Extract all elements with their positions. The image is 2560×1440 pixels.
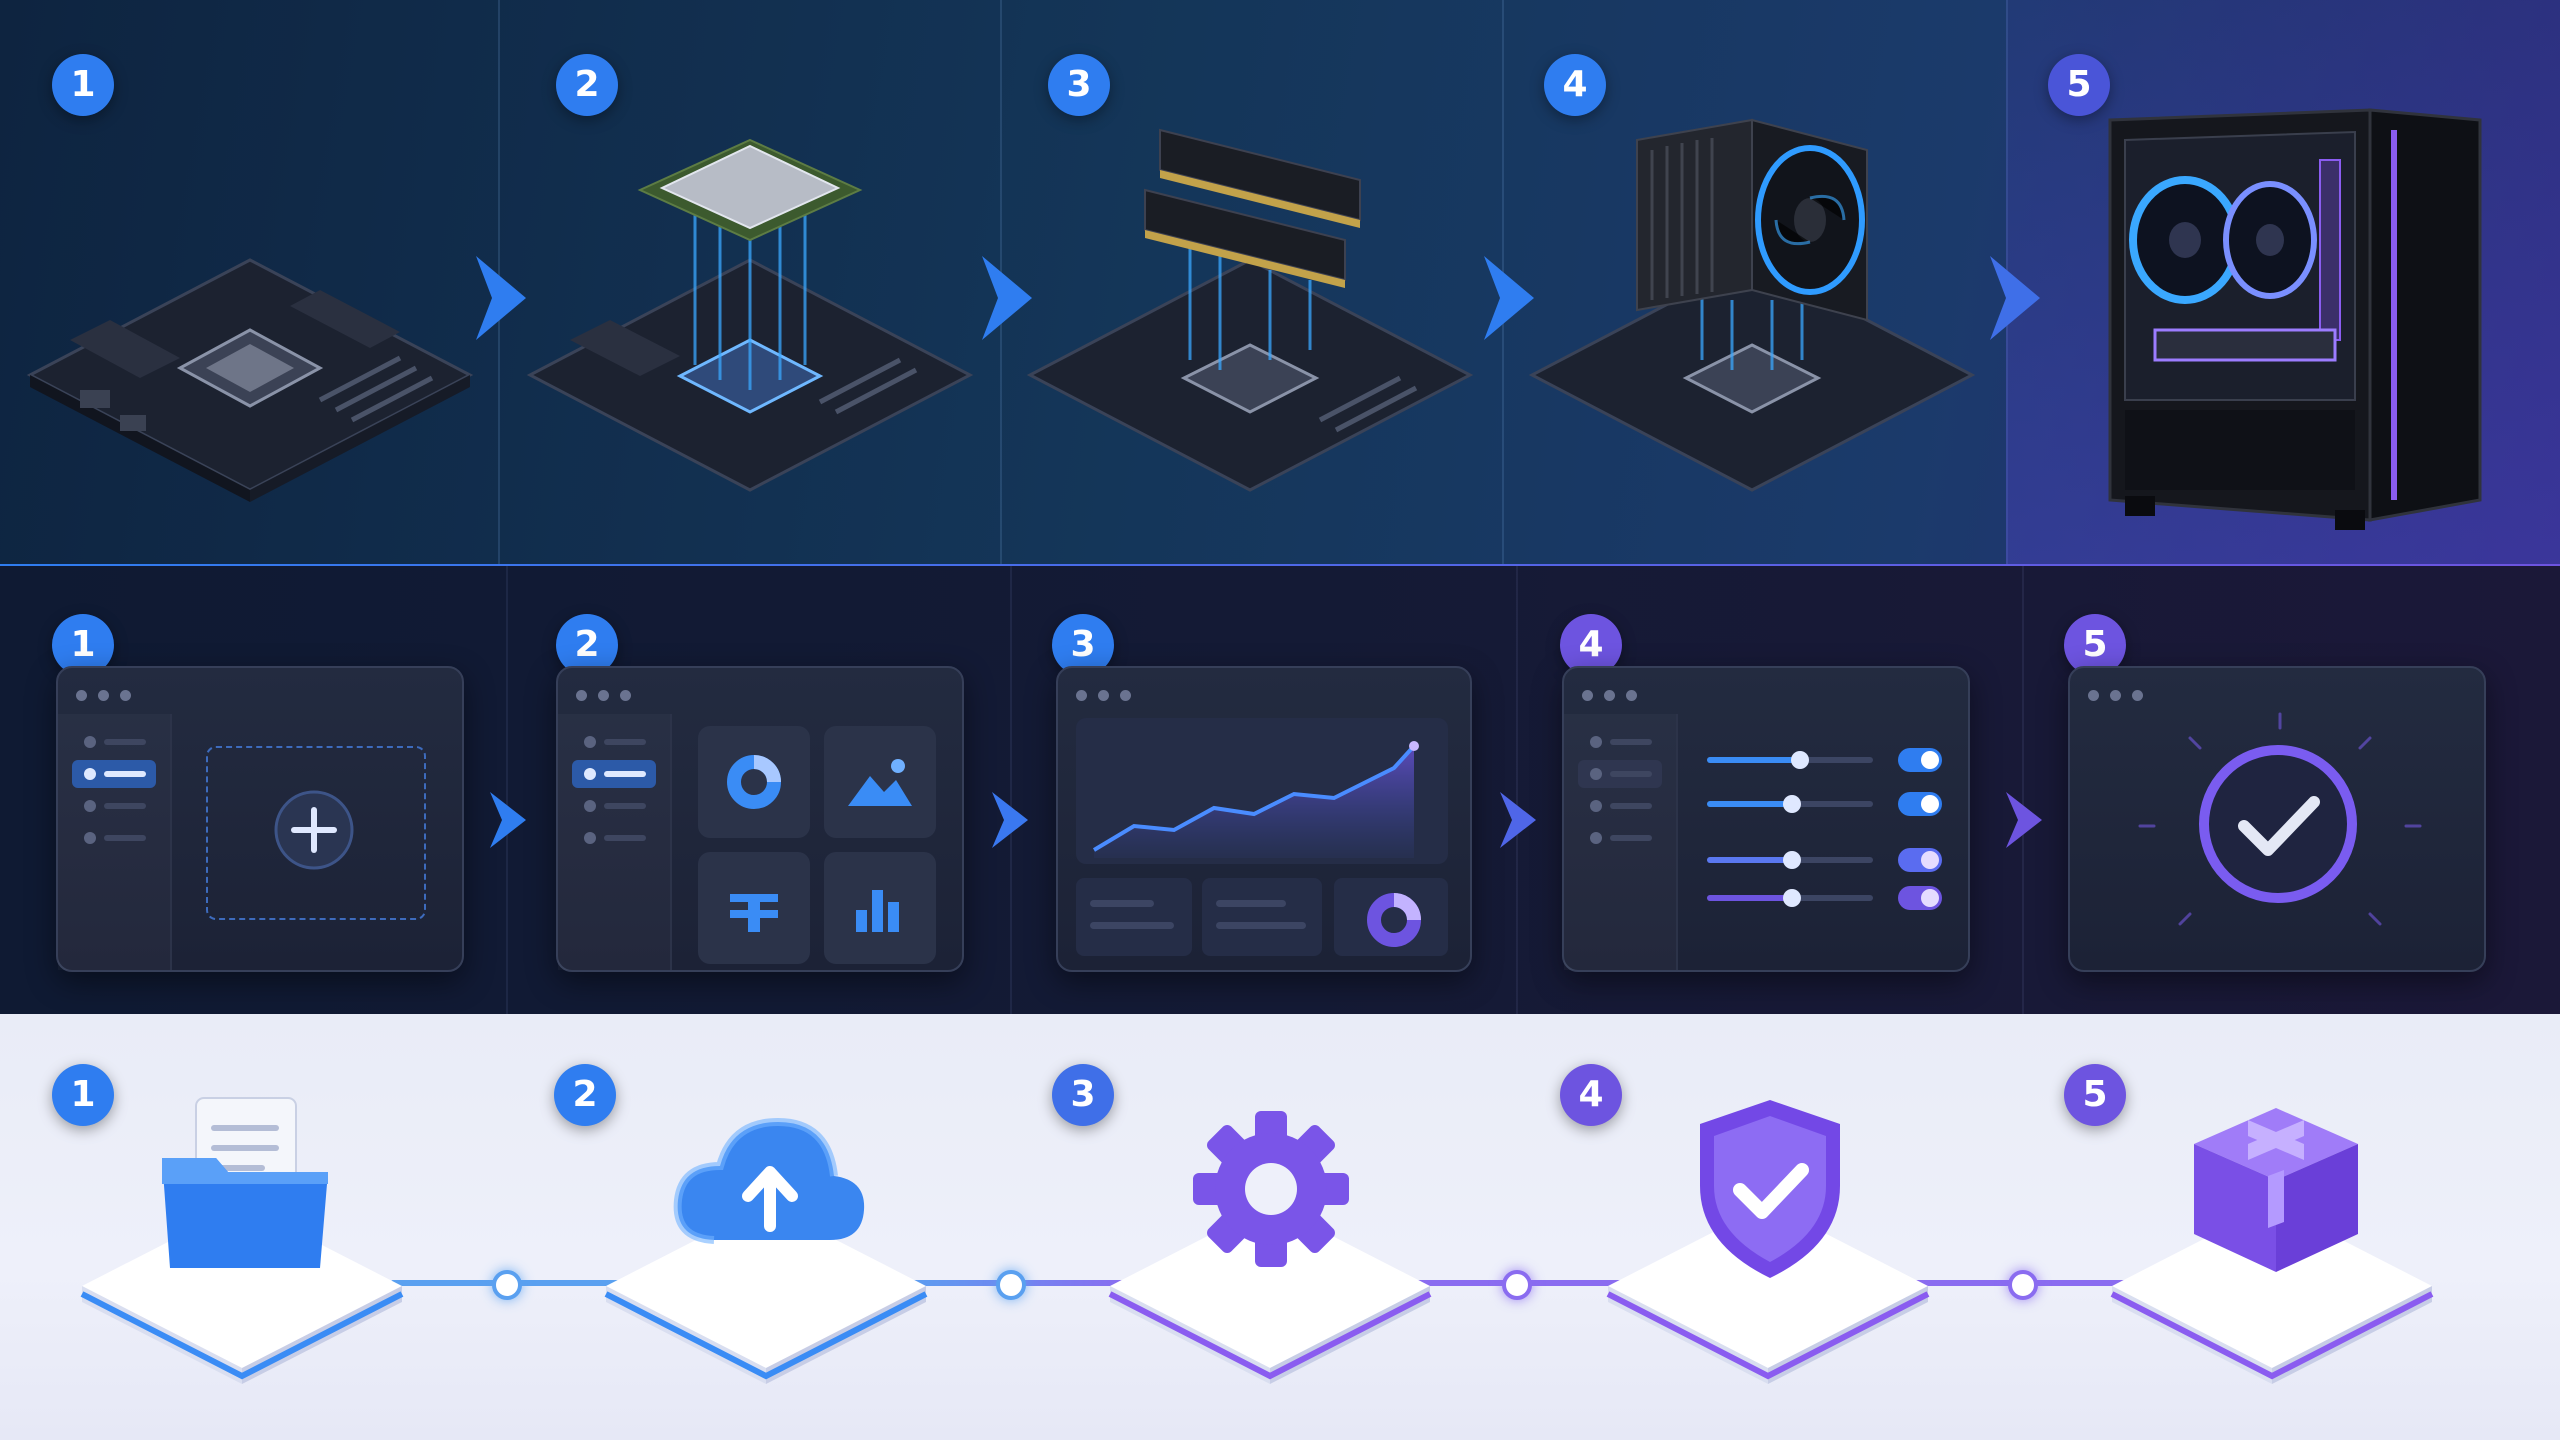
window-controls (2088, 686, 2154, 705)
widget-tile-image[interactable] (824, 726, 936, 838)
add-content-window (56, 666, 464, 972)
ui-step-badge-1: 1 (52, 614, 114, 676)
flow-platform (2110, 1204, 2434, 1384)
settings-sliders-icon[interactable] (1707, 748, 1950, 918)
window-sidebar (558, 714, 672, 970)
sidebar-item[interactable] (72, 728, 156, 756)
pie-chart-icon (727, 755, 781, 809)
sidebar-item[interactable] (572, 728, 656, 756)
hardware-build-band: 1 2 3 4 5 (0, 0, 2560, 566)
complete-window (2068, 666, 2486, 972)
flow-node (996, 1270, 1026, 1300)
sidebar-item[interactable] (572, 824, 656, 852)
chevron-right-icon (1484, 256, 1534, 340)
flow-step-badge-5: 5 (2064, 1064, 2126, 1126)
sparkle-rays (2138, 712, 2422, 926)
flow-step-badge-2: 2 (554, 1064, 616, 1126)
sidebar-item-active[interactable] (572, 760, 656, 788)
stat-card (1076, 878, 1192, 956)
folder-document-icon (162, 1097, 328, 1268)
flow-platform (1108, 1204, 1432, 1384)
hw-step-badge-4: 4 (1544, 54, 1606, 116)
widget-select-window (556, 666, 964, 972)
donut-chart-icon (1367, 893, 1421, 947)
cpu-install-icon (526, 138, 974, 492)
sidebar-item[interactable] (72, 792, 156, 820)
chevron-right-icon (982, 256, 1032, 340)
flow-node (492, 1270, 522, 1300)
window-controls (76, 686, 142, 705)
flow-platform (604, 1204, 928, 1384)
window-controls (1582, 686, 1648, 705)
bar-chart-icon (856, 890, 899, 932)
ui-step-badge-2: 2 (556, 614, 618, 676)
package-box-icon (2194, 1108, 2358, 1272)
hw-step-badge-3: 3 (1048, 54, 1110, 116)
pc-case-icon (2108, 108, 2482, 530)
sidebar-item[interactable] (572, 792, 656, 820)
chevron-right-icon (476, 256, 526, 340)
ram-install-icon (1026, 128, 1474, 492)
text-icon (730, 894, 778, 932)
sidebar-item-active[interactable] (72, 760, 156, 788)
flow-step-badge-4: 4 (1560, 1064, 1622, 1126)
ui-step-badge-5: 5 (2064, 614, 2126, 676)
flow-platform (1606, 1204, 1930, 1384)
analytics-chart-icon (1092, 741, 1419, 858)
shield-check-icon (1700, 1100, 1840, 1278)
flow-step-badge-3: 3 (1052, 1064, 1114, 1126)
sidebar-item-active[interactable] (1578, 760, 1662, 788)
sidebar-item[interactable] (1578, 728, 1662, 756)
sidebar-item[interactable] (1578, 824, 1662, 852)
window-sidebar (1564, 714, 1678, 970)
chevron-right-icon (992, 792, 1028, 848)
widget-tile-bars[interactable] (824, 852, 936, 964)
flow-node (1502, 1270, 1532, 1300)
hw-step-badge-2: 2 (556, 54, 618, 116)
ui-step-badge-3: 3 (1052, 614, 1114, 676)
gear-icon (1193, 1111, 1349, 1267)
window-sidebar (58, 714, 172, 970)
ui-workflow-band: 1 2 3 4 5 (0, 566, 2560, 1014)
image-icon (848, 759, 912, 806)
window-controls (576, 686, 642, 705)
add-content-icon[interactable] (272, 788, 356, 872)
widget-tile-text[interactable] (698, 852, 810, 964)
drop-zone[interactable] (206, 746, 426, 920)
cloud-upload-icon (673, 1117, 865, 1244)
hw-step-badge-5: 5 (2048, 54, 2110, 116)
sidebar-item[interactable] (1578, 792, 1662, 820)
chevron-right-icon (1990, 256, 2040, 340)
process-flow-band: 1 2 3 4 5 (0, 1014, 2560, 1440)
analytics-window (1056, 666, 1472, 972)
ui-step-badge-4: 4 (1560, 614, 1622, 676)
chevron-right-icon (2006, 792, 2042, 848)
flow-step-badge-1: 1 (52, 1064, 114, 1126)
flow-platform (80, 1204, 404, 1384)
motherboard-icon (26, 258, 474, 502)
hw-step-badge-1: 1 (52, 54, 114, 116)
panel-divider (1010, 566, 1012, 1014)
panel-divider (2022, 566, 2024, 1014)
panel-divider (1516, 566, 1518, 1014)
chevron-right-icon (1500, 792, 1536, 848)
flow-node (2008, 1270, 2038, 1300)
panel-divider (506, 566, 508, 1014)
cpu-cooler-install-icon (1528, 118, 1976, 492)
window-controls (1076, 686, 1142, 705)
sidebar-item[interactable] (72, 824, 156, 852)
section-separator (0, 564, 2560, 567)
check-complete-icon (2199, 745, 2357, 903)
settings-window (1562, 666, 1970, 972)
chevron-right-icon (490, 792, 526, 848)
widget-tile-pie[interactable] (698, 726, 810, 838)
stat-card (1202, 878, 1322, 956)
